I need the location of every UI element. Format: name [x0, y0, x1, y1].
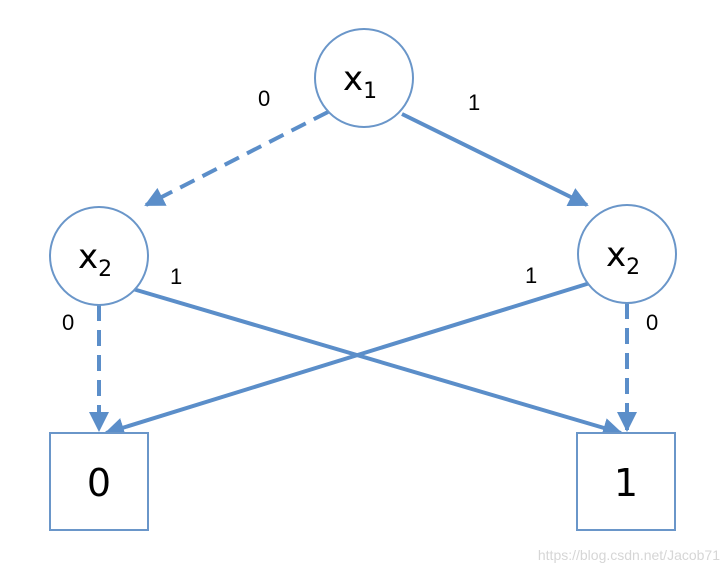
node-left-sub: 2 [98, 257, 112, 282]
edge-root-low-dashed [144, 110, 329, 207]
watermark-text: https://blog.csdn.net/Jacob71 [538, 547, 720, 563]
edge-left-high-solid [132, 287, 623, 438]
label-root-low: 0 [258, 86, 270, 111]
label-root-high: 1 [468, 90, 480, 115]
terminal-zero-label: 0 [87, 461, 111, 505]
terminal-one-label: 1 [614, 461, 638, 505]
svg-text:x2: x2 [606, 235, 640, 280]
label-right-high: 1 [525, 263, 537, 288]
node-root-var: x [343, 59, 363, 99]
terminal-one: 1 [576, 432, 676, 531]
node-root-sub: 1 [363, 79, 377, 104]
node-right-sub: 2 [626, 255, 640, 280]
label-left-low: 0 [62, 310, 74, 335]
svg-text:x1: x1 [343, 59, 377, 104]
terminal-zero: 0 [49, 432, 149, 531]
node-left-var: x [78, 237, 98, 277]
node-root: x1 [314, 28, 414, 128]
node-left: x2 [49, 206, 149, 306]
svg-text:x2: x2 [78, 237, 112, 282]
node-right-var: x [606, 235, 626, 275]
edge-root-high-solid [401, 112, 589, 207]
label-left-high: 1 [170, 264, 182, 289]
edge-right-high-solid [104, 281, 591, 438]
label-right-low: 0 [646, 310, 658, 335]
node-right: x2 [577, 204, 677, 304]
